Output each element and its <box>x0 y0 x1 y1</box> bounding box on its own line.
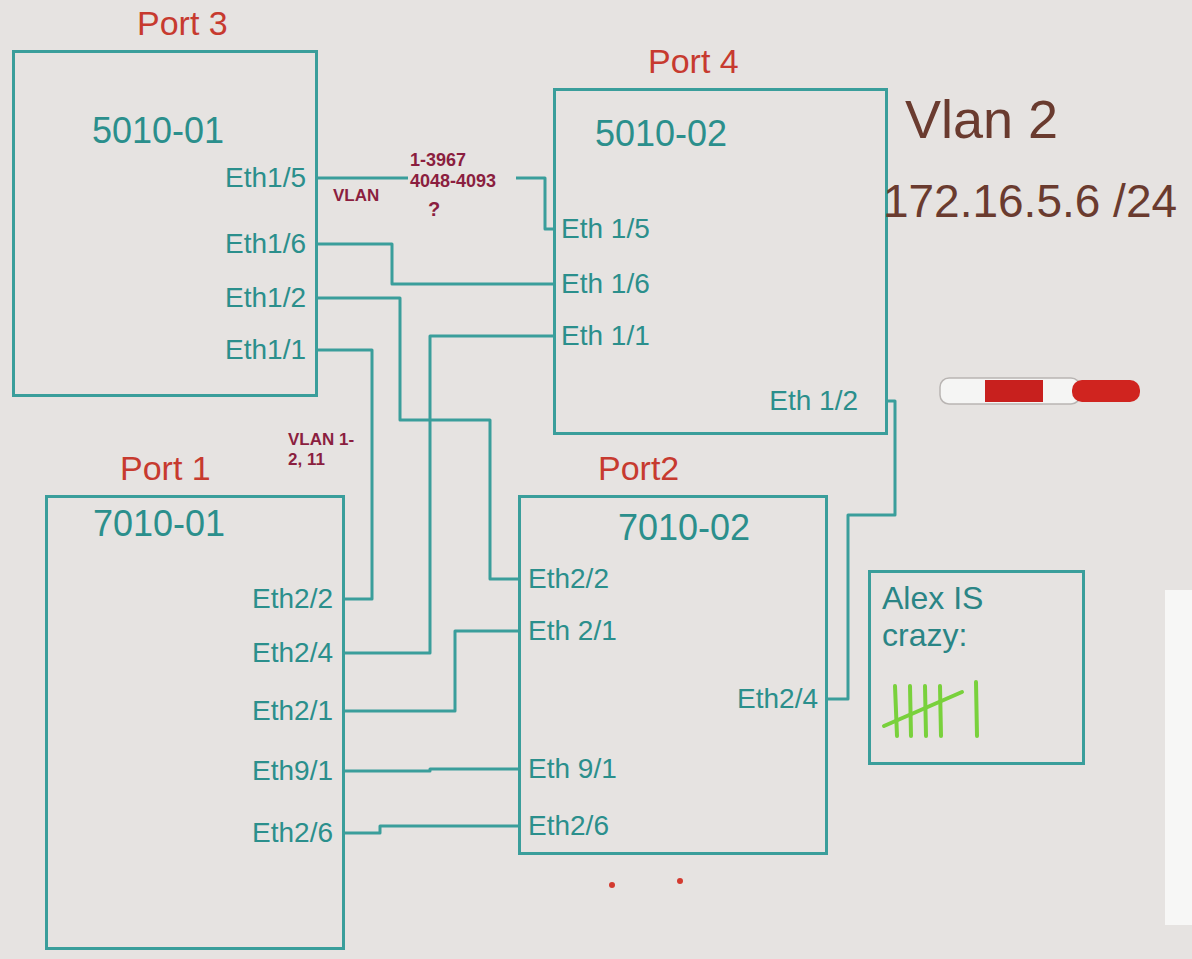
cable-link <box>345 769 518 771</box>
interface-label: Eth2/2 <box>252 583 333 615</box>
cable-link <box>318 350 372 599</box>
paper-sheet <box>1165 590 1192 925</box>
marker-body <box>940 378 1080 404</box>
switch-name: 5010-02 <box>595 113 727 154</box>
tally-mark <box>895 686 897 736</box>
tally-strike <box>884 692 962 726</box>
switch-name: 7010-02 <box>618 507 750 548</box>
question-mark: ? <box>428 198 440 221</box>
interface-label: Eth 9/1 <box>528 753 617 785</box>
tally-mark <box>910 686 911 736</box>
tally-mark <box>976 682 977 736</box>
interface-label: Eth9/1 <box>252 755 333 787</box>
port-heading: Port 3 <box>137 4 228 43</box>
interface-label: Eth 1/5 <box>561 213 650 245</box>
interface-label: Eth 1/6 <box>561 268 650 300</box>
marker-cap <box>1072 380 1140 402</box>
tally-box: Alex IS crazy: <box>868 570 1085 765</box>
interface-label: Eth 1/2 <box>769 385 858 417</box>
interface-label: Eth2/6 <box>252 817 333 849</box>
switch-name: 7010-01 <box>93 503 225 544</box>
interface-label: Eth 2/1 <box>528 615 617 647</box>
switch-box: Port 17010-01Eth2/2Eth2/4Eth2/1Eth9/1Eth… <box>45 495 345 950</box>
interface-label: Eth2/4 <box>737 683 818 715</box>
cable-link <box>345 631 518 711</box>
cable-link <box>345 826 518 833</box>
interface-label: Eth1/2 <box>225 282 306 314</box>
marker-pen <box>940 378 1140 404</box>
marker-dot <box>609 882 615 888</box>
interface-label: Eth1/1 <box>225 334 306 366</box>
switch-box: Port27010-02Eth2/2Eth 2/1Eth2/4Eth 9/1Et… <box>518 495 828 855</box>
interface-label: Eth2/2 <box>528 563 609 595</box>
marker-dot <box>677 878 683 884</box>
switch-box: Port 35010-01Eth1/5Eth1/6Eth1/2Eth1/1 <box>12 50 318 397</box>
switch-name: 5010-01 <box>92 110 224 151</box>
tally-marks <box>884 682 977 736</box>
tally-mark <box>940 686 941 736</box>
port-heading: Port 1 <box>120 449 211 488</box>
interface-label: Eth2/4 <box>252 637 333 669</box>
vlan-range: 1-3967 4048-4093 <box>408 150 516 191</box>
note-text: Alex IS crazy: <box>882 580 1067 654</box>
vlan-label: VLAN 1-2, 11 <box>288 430 360 469</box>
tally-mark <box>925 686 926 736</box>
interface-label: Eth2/1 <box>252 695 333 727</box>
switch-box: Port 45010-02Eth 1/5Eth 1/6Eth 1/1Eth 1/… <box>553 88 888 435</box>
cable-link <box>828 401 895 699</box>
port-heading: Port 4 <box>648 42 739 81</box>
port-heading: Port2 <box>598 449 679 488</box>
interface-label: Eth2/6 <box>528 810 609 842</box>
vlan-label: VLAN <box>333 186 379 206</box>
vlan-note: Vlan 2 <box>905 88 1058 150</box>
interface-label: Eth 1/1 <box>561 320 650 352</box>
ip-address: 172.16.5.6 /24 <box>880 172 1180 232</box>
interface-label: Eth1/6 <box>225 228 306 260</box>
cable-link <box>318 244 553 284</box>
marker-band <box>985 380 1043 402</box>
interface-label: Eth1/5 <box>225 162 306 194</box>
